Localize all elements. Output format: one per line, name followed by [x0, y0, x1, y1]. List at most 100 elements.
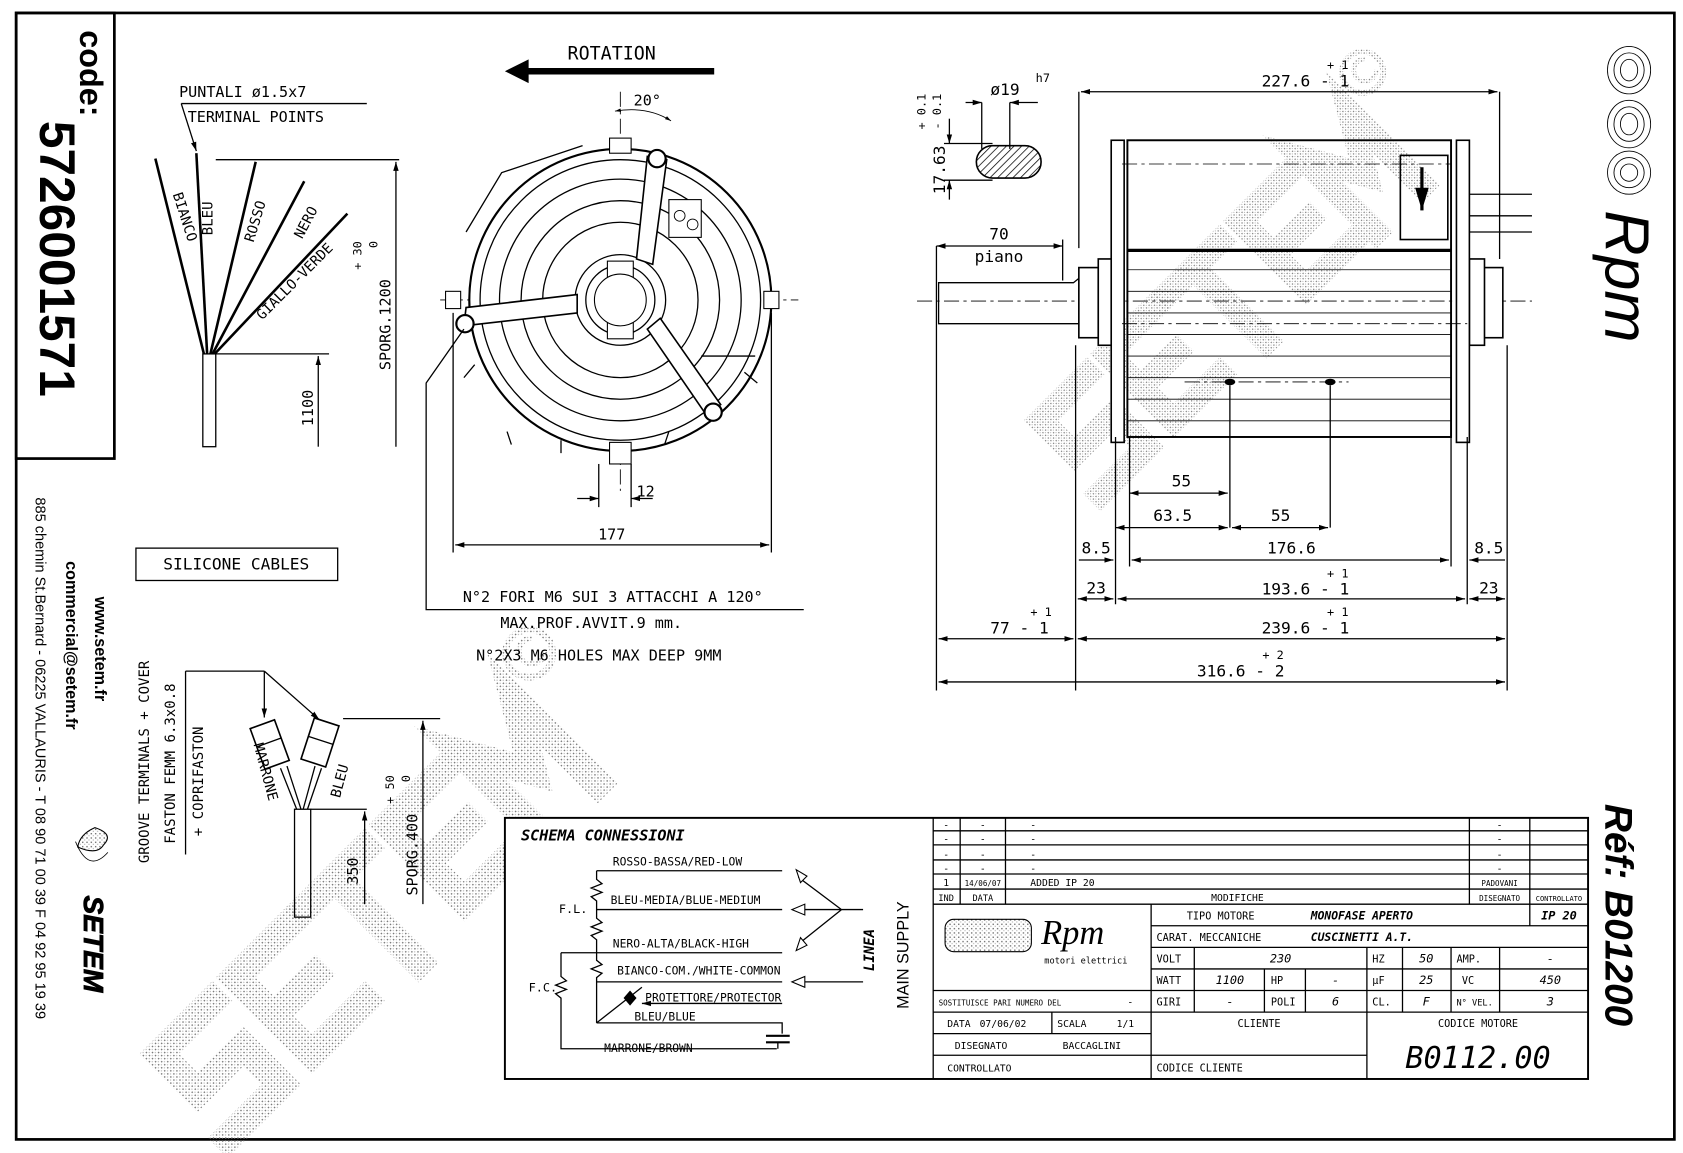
sostituisce-label: SOSTITUISCE PARI NUMERO DEL [939, 999, 1062, 1008]
vel-value: 3 [1546, 995, 1554, 1009]
cl-value: F [1423, 995, 1431, 1009]
dim-8-5-left: 8.5 [1081, 539, 1110, 558]
uf-label: µF [1372, 975, 1384, 987]
ip-rating: IP 20 [1541, 908, 1577, 922]
dim-316-6: 316.6 - 2 [1197, 662, 1285, 681]
poli-label: POLI [1271, 997, 1296, 1009]
flat-tol-plus: + 0.1 [915, 94, 929, 130]
svg-text:-: - [943, 835, 949, 846]
note-holes-en: N°2X3 M6 HOLES MAX DEEP 9MM [476, 646, 721, 664]
note-holes-it: N°2 FORI M6 SUI 3 ATTACCHI A 120° [463, 588, 763, 606]
vc-label: VC [1462, 975, 1474, 987]
wire-label-nero: NERO [291, 204, 321, 241]
wire-diagram: PUNTALI ø1.5x7 TERMINAL POINTS BIANCO BL… [135, 83, 400, 582]
dim-227-6-plus: + 1 [1327, 58, 1348, 72]
dim-176-6: 176.6 [1267, 539, 1316, 558]
code-label: code: [73, 30, 109, 116]
wire-label-bleu-cap: BLEU [328, 763, 352, 800]
svg-text:-: - [943, 850, 949, 861]
reference-number: Réf: B01200 [1596, 804, 1639, 1027]
schema-main-supply: MAIN SUPPLY [894, 901, 912, 1009]
svg-text:-: - [1030, 850, 1036, 861]
capacitor-terminal-block [668, 199, 702, 238]
dim-239-6: 239.6 - 1 [1262, 618, 1350, 637]
vel-label: N° VEL. [1456, 999, 1492, 1009]
controllato-label: CONTROLLATO [947, 1063, 1011, 1074]
hz-value: 50 [1419, 951, 1433, 965]
uf-value: 25 [1419, 973, 1433, 987]
rotation-label: ROTATION [568, 43, 656, 64]
svg-text:-: - [1030, 835, 1036, 846]
code-box: code: 5726001571 [14, 11, 116, 460]
dim-55-a: 55 [1172, 472, 1191, 491]
rpm-brand: Rpm Réf: B01200 [1591, 45, 1661, 1027]
schema-fc: F.C. [529, 981, 558, 995]
side-view: ø19 h7 17.63 + 0.1 - 0.1 70 piano [915, 58, 1532, 691]
codice-motore-value: B0112.00 [1405, 1041, 1550, 1076]
svg-text:-: - [980, 821, 986, 832]
dim-12: 12 [637, 482, 655, 500]
svg-text:PADOVANI: PADOVANI [1481, 879, 1517, 888]
svg-text:MODIFICHE: MODIFICHE [1211, 893, 1264, 904]
revision-row: ---- [943, 850, 1502, 861]
svg-text:14/06/07: 14/06/07 [965, 879, 1001, 888]
title-table-grid [932, 817, 1589, 1079]
connection-schema: SCHEMA CONNESSIONI ROSSO-BASSA/RED-LOW B… [521, 827, 912, 1055]
volt-value: 230 [1270, 951, 1291, 965]
svg-text:-: - [943, 864, 949, 875]
sporg-1200-tol-minus: 0 [367, 241, 381, 248]
dim-1100: 1100 [299, 390, 317, 426]
svg-text:-: - [1497, 864, 1503, 875]
dim-63-5: 63.5 [1153, 506, 1192, 525]
setem-logo-icon [75, 827, 109, 862]
dim-77: 77 - 1 [990, 618, 1048, 637]
scala-value: 1/1 [1117, 1019, 1135, 1030]
sostituisce-value: - [1127, 998, 1133, 1009]
amp-value: - [1547, 951, 1554, 965]
poli-value: 6 [1332, 995, 1339, 1009]
hp-label: HP [1271, 975, 1283, 987]
front-view: ROTATION 20° 12 177 N°2 [425, 43, 804, 664]
svg-text:-: - [1497, 821, 1503, 832]
title-logo: Rpm [1040, 914, 1104, 952]
terminal-points-it: PUNTALI ø1.5x7 [179, 83, 306, 101]
amp-label: AMP. [1456, 953, 1481, 965]
giri-label: GIRI [1157, 997, 1182, 1009]
dim-23-right: 23 [1479, 578, 1498, 597]
watermark-left [119, 626, 645, 1146]
silicone-cables-label: SILICONE CABLES [163, 555, 309, 574]
flat-tol-minus: - 0.1 [930, 94, 944, 130]
svg-text:DISEGNATO: DISEGNATO [1479, 894, 1520, 903]
motor-spec-table: Rpm motori elettrici TIPO MOTORE MONOFAS… [939, 908, 1577, 1076]
shaft-diameter: ø19 [990, 80, 1019, 99]
revision-row: ---- [943, 835, 1502, 846]
schema-line-red: ROSSO-BASSA/RED-LOW [613, 854, 743, 868]
schema-fl: F.L. [559, 902, 588, 916]
revision-row: ---- [943, 821, 1502, 832]
codice-cliente-label: CODICE CLIENTE [1157, 1062, 1243, 1074]
website-link[interactable]: www.setem.fr [91, 596, 109, 702]
email-link[interactable]: commercial@setem.fr [62, 561, 80, 730]
svg-text:-: - [1030, 821, 1036, 832]
dim-177: 177 [598, 525, 625, 543]
sporg-400-tol-minus: 0 [399, 775, 413, 782]
watt-label: WATT [1157, 975, 1182, 987]
dim-55-b: 55 [1271, 506, 1290, 525]
vc-value: 450 [1540, 973, 1561, 987]
drawing-frame [14, 11, 1676, 1141]
schema-title: SCHEMA CONNESSIONI [521, 827, 685, 845]
dim-193-6-plus: + 1 [1327, 566, 1348, 580]
svg-text:ADDED IP 20: ADDED IP 20 [1030, 878, 1094, 889]
svg-text:-: - [943, 821, 949, 832]
volt-label: VOLT [1157, 953, 1182, 965]
schema-line-blue: BLEU-MEDIA/BLUE-MEDIUM [611, 893, 761, 907]
tipo-motore-label: TIPO MOTORE [1187, 910, 1255, 922]
capacitor-cable-diagram: GROOVE TERMINALS + COVER FASTON FEMM 6.3… [137, 660, 441, 918]
schema-line-white: BIANCO-COM./WHITE-COMMON [617, 963, 781, 977]
terminal-points-en: TERMINAL POINTS [188, 108, 324, 126]
dim-350: 350 [344, 857, 362, 884]
